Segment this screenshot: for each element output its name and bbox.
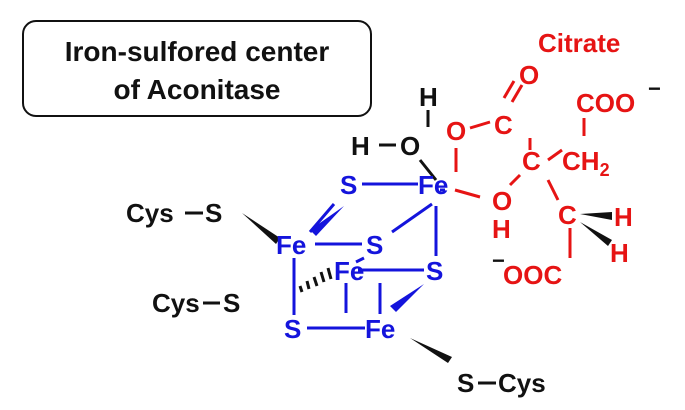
cluster-s-top: S [340,170,357,200]
bond-c-oh [508,173,522,187]
citrate-h-1: H [614,202,633,232]
citrate-ooc: OOC [503,260,562,290]
ooc-charge: − [492,248,505,273]
water-h-left: H [351,131,370,161]
bond-c-ch2 [547,148,563,162]
cys-s-3: S [457,368,474,398]
citrate-h-hydroxyl: H [492,214,511,244]
citrate-label: Citrate [538,28,620,58]
bond-c-o-double-2 [502,80,516,99]
hashed-s2-fe [298,267,333,293]
cys-s-1: S [205,198,222,228]
bond-s-fe-center [355,256,365,264]
cys-label-2: Cys [152,288,200,318]
citrate-ch2: CH2 [562,146,610,180]
bond-o-c-ester [469,120,491,130]
citrate-c-center: C [522,146,541,176]
wedge-c-h-1 [580,212,612,220]
title-line-2: of Aconitase [113,74,281,105]
title-box: Iron-sulfored center of Aconitase [22,20,372,117]
coo-top-charge: − [648,76,661,101]
wedge-c-h-2 [580,222,612,246]
title-line-1: Iron-sulfored center [64,36,330,67]
cys-label-3: Cys [498,368,546,398]
cluster-fe-top: Fe [418,170,448,200]
citrate-coo-top: COO [576,88,635,118]
bond-c-o-double-1 [510,84,524,103]
ligand-bonds [185,110,496,385]
water-o: O [400,131,420,161]
bond-o-fe-water [418,159,438,181]
wedge-cluster-2 [390,284,424,312]
cluster-s-right: S [426,256,443,286]
bond-fe-o-hydroxyl [454,188,481,199]
cluster-fe-center: Fe [334,256,364,286]
wedge-s1-fe [242,213,280,244]
wedge-fe-s3 [410,338,452,363]
citrate-c-carbonyl: C [494,110,513,140]
cluster-fe-left: Fe [276,230,306,260]
citrate-c-lower: C [558,200,577,230]
citrate-h-2: H [610,238,629,268]
cluster-fe-bottom: Fe [365,314,395,344]
cluster-s-mid: S [366,230,383,260]
citrate-bonds [469,80,586,258]
cys-label-1: Cys [126,198,174,228]
cluster-bonds [292,182,445,330]
citrate-o-ester: O [446,116,466,146]
citrate-o-hydroxyl: O [492,186,512,216]
citrate-o-carbonyl: O [519,60,539,90]
bond-fe-s-diag [391,202,433,234]
cys-s-2: S [223,288,240,318]
cluster-s-bottom: S [284,314,301,344]
bond-c-chh [546,179,560,201]
water-h-top: H [419,82,438,112]
wedge-cluster-1 [310,206,344,236]
